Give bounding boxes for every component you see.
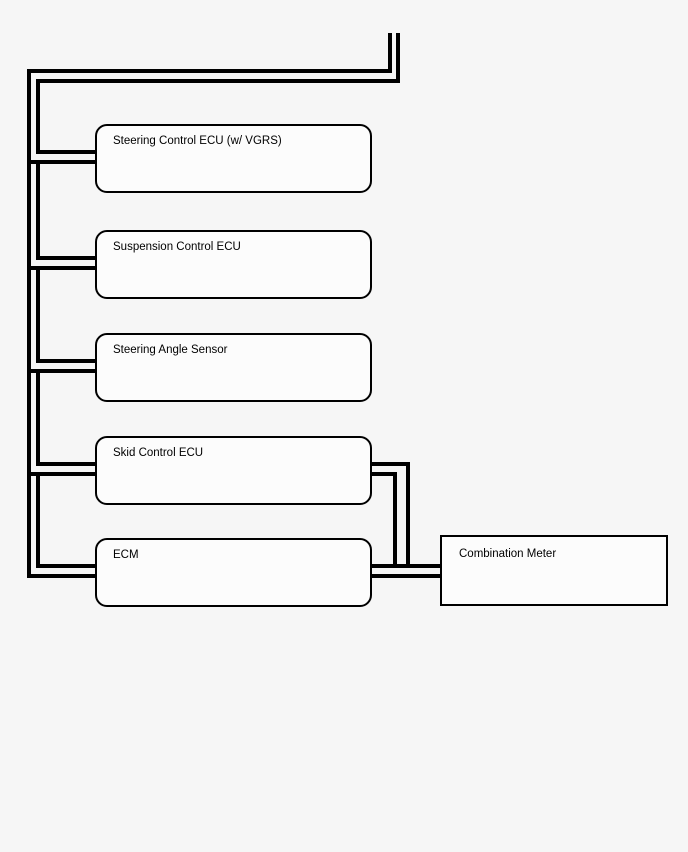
meter-link-lower — [372, 574, 440, 578]
stub-suspension-upper — [36, 256, 97, 260]
branch-skid-down-outer — [406, 462, 410, 568]
node-label: Steering Control ECU (w/ VGRS) — [113, 135, 282, 147]
node-skid-control-ecu: Skid Control ECU — [95, 436, 372, 505]
stub-steering-control-lower — [27, 160, 97, 164]
bus-wire-left-trunk-outer — [27, 69, 31, 578]
node-label: Steering Angle Sensor — [113, 344, 228, 356]
stub-ecm-upper — [36, 564, 97, 568]
bus-wire-left-trunk-inner-seg — [36, 476, 40, 568]
node-combination-meter: Combination Meter — [440, 535, 668, 606]
stub-skid-control-lower — [27, 472, 97, 476]
bus-wire-left-trunk-inner-seg — [36, 270, 40, 363]
bus-wire-top-lower — [36, 79, 400, 83]
bus-wire-top-entry-outer — [396, 33, 400, 83]
node-steering-angle-sensor: Steering Angle Sensor — [95, 333, 372, 402]
node-label: Skid Control ECU — [113, 447, 204, 459]
bus-wire-top-entry-inner — [388, 33, 392, 73]
stub-steering-control-upper — [36, 150, 97, 154]
bus-wire-top-upper — [27, 69, 392, 73]
stub-suspension-lower — [27, 266, 97, 270]
node-ecm: ECM — [95, 538, 372, 607]
branch-skid-right-lower — [370, 472, 397, 476]
node-steering-control-ecu: Steering Control ECU (w/ VGRS) — [95, 124, 372, 193]
branch-skid-down-inner — [393, 472, 397, 568]
stub-ecm-lower — [27, 574, 97, 578]
node-label: ECM — [113, 549, 139, 561]
bus-wire-left-trunk-inner-seg — [36, 373, 40, 466]
meter-link-upper — [372, 564, 440, 568]
stub-skid-control-upper — [36, 462, 97, 466]
node-suspension-control-ecu: Suspension Control ECU — [95, 230, 372, 299]
bus-wire-left-trunk-inner-seg — [36, 164, 40, 260]
stub-steering-angle-lower — [27, 369, 97, 373]
branch-skid-right-upper — [370, 462, 410, 466]
bus-wire-left-trunk-inner-seg — [36, 79, 40, 154]
stub-steering-angle-upper — [36, 359, 97, 363]
node-label: Combination Meter — [459, 548, 557, 560]
node-label: Suspension Control ECU — [113, 241, 241, 253]
